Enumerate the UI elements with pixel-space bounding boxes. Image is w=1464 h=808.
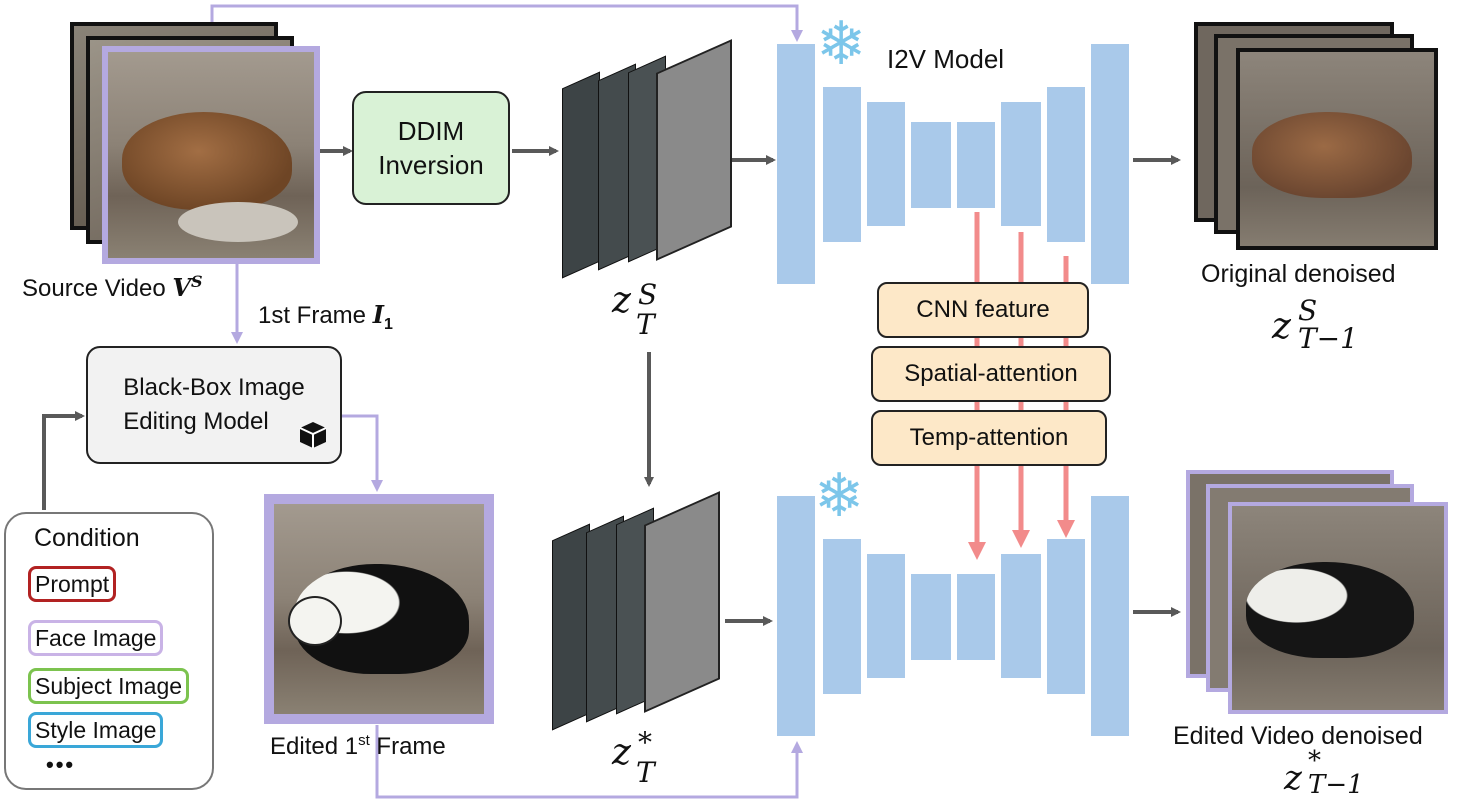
- original-frame-front: [1236, 48, 1438, 250]
- ddim-inversion-box: DDIM Inversion: [352, 91, 510, 205]
- unet-bottom-enc-1: [777, 496, 815, 736]
- edited-out-frame-front: [1228, 502, 1448, 714]
- edited-first-frame: [264, 494, 494, 724]
- latent-source-plate-1: [562, 71, 600, 279]
- original-output-stack: [1194, 22, 1444, 252]
- condition-face-image: Face Image: [28, 620, 164, 656]
- original-denoised-label: Original denoised: [1201, 260, 1396, 288]
- condition-more: •••: [46, 752, 76, 777]
- unet-top-dec-2: [1047, 87, 1085, 242]
- unet-top-dec-1: [1001, 102, 1041, 226]
- unet-bottom-enc-2: [823, 539, 861, 694]
- panda-head: [288, 596, 342, 646]
- unet-bottom-mid-1: [911, 574, 951, 660]
- edited-output-stack: [1186, 470, 1448, 714]
- rock-shape: [178, 202, 298, 242]
- unet-bottom-dec-3: [1091, 496, 1129, 736]
- unet-top-mid-2: [957, 122, 995, 208]
- condition-panel: Condition Prompt Face Image Subject Imag…: [4, 512, 214, 790]
- unet-top-dec-3: [1091, 44, 1129, 284]
- ddim-line1: DDIM: [397, 116, 465, 146]
- original-latent-label: z S T−1: [1272, 294, 1358, 355]
- unet-top: [777, 44, 1129, 284]
- unet-top-mid-1: [911, 122, 951, 208]
- box-icon: [298, 420, 328, 450]
- temporal-attention-box: Temp-attention: [871, 410, 1107, 466]
- unet-bottom-dec-1: [1001, 554, 1041, 678]
- condition-style-image: Style Image: [28, 712, 164, 748]
- edited-latent-label: z * T−1: [1284, 746, 1364, 800]
- noisy-bear-image: [1252, 112, 1412, 198]
- unet-bottom-enc-3: [867, 554, 905, 678]
- ddim-line2: Inversion: [378, 150, 484, 180]
- edited-frame-label: Edited 1st Frame: [270, 732, 446, 760]
- cnn-feature-box: CNN feature: [877, 282, 1089, 338]
- blackbox-to-edited-path: [342, 414, 383, 492]
- snowflake-icon: ❄: [814, 462, 865, 529]
- i2v-model-label: I2V Model: [887, 44, 1005, 74]
- unet-top-enc-3: [867, 102, 905, 226]
- source-frame-front: [102, 46, 320, 264]
- latent-edit-label: z * T: [612, 726, 655, 789]
- latent-edit-front: [644, 491, 720, 713]
- source-video-label: Source Video VS: [22, 272, 203, 302]
- latent-source-stack: [562, 39, 732, 279]
- noisy-panda-image: [1246, 562, 1414, 658]
- latent-edit-plate-1: [552, 523, 590, 731]
- unet-bottom: [777, 496, 1129, 736]
- latent-source-label: z S T: [612, 278, 658, 341]
- black-box-line1: Black-Box Image: [123, 374, 305, 401]
- snowflake-icon: ❄: [816, 10, 867, 77]
- condition-prompt: Prompt: [28, 566, 117, 602]
- edited-to-bottom-unet-path: [375, 725, 803, 799]
- condition-title: Condition: [34, 524, 140, 552]
- source-bear-image: [122, 112, 292, 210]
- condition-to-blackbox-arrow: [42, 411, 85, 510]
- unet-bottom-mid-2: [957, 574, 995, 660]
- unet-top-enc-1: [777, 44, 815, 284]
- black-box-line2: Editing Model: [123, 408, 269, 435]
- unet-bottom-dec-2: [1047, 539, 1085, 694]
- unet-top-enc-2: [823, 87, 861, 242]
- condition-subject-image: Subject Image: [28, 668, 190, 704]
- black-box-editing-model: Black-Box Image Editing Model: [86, 346, 342, 464]
- first-frame-label: 1st Frame I1: [258, 300, 393, 333]
- edited-denoised-label: Edited Video denoised: [1173, 722, 1423, 750]
- latent-source-front: [656, 39, 732, 261]
- spatial-attention-box: Spatial-attention: [871, 346, 1111, 402]
- source-video-stack: [66, 20, 326, 270]
- latent-edit-stack: [552, 491, 722, 731]
